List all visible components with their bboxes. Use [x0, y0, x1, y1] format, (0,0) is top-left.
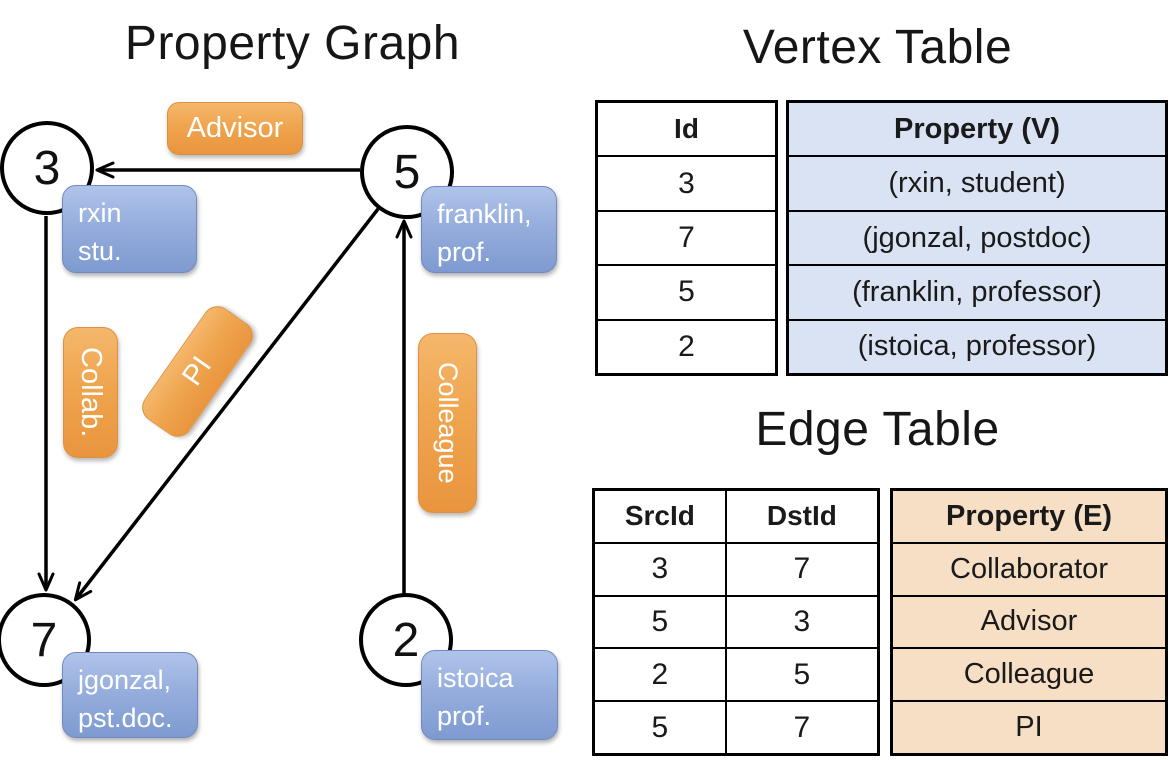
vertex-property-line: prof.	[437, 701, 492, 732]
vertex-node-id: 3	[33, 141, 61, 195]
column-header-srcid: SrcId	[624, 500, 695, 532]
edge-src-cell: 5	[651, 604, 669, 638]
edge-dst-cell: 7	[724, 543, 877, 595]
vertex-property-line: pst.doc.	[78, 703, 173, 734]
vertex-table-id-column: Id 3 7 5 2	[595, 100, 778, 376]
column-header-id: Id	[674, 113, 699, 145]
vertex-property-line: franklin,	[437, 199, 532, 229]
vertex-property-line: stu.	[78, 236, 122, 267]
vertex-node-id: 5	[393, 145, 421, 199]
edge-label-collab: Collab.	[63, 327, 118, 458]
vertex-table: Id 3 7 5 2 Property (V) (rxin, student) …	[595, 100, 1168, 376]
vertex-id-cell: 3	[678, 166, 695, 200]
edge-arrow-5-to-7	[73, 207, 380, 602]
vertex-property-cell: (jgonzal, postdoc)	[789, 211, 1165, 265]
edge-label-text: Colleague	[433, 362, 463, 484]
vertex-id-cell: 7	[678, 221, 695, 255]
edge-property-cell: Collaborator	[893, 543, 1165, 595]
vertex-property-box-7: jgonzal, pst.doc.	[62, 652, 198, 738]
vertex-property-cell: (franklin, professor)	[789, 266, 1165, 319]
vertex-id-cell: 2	[678, 329, 695, 363]
edge-dst-cell: 3	[724, 596, 877, 648]
vertex-property-line: prof.	[437, 237, 492, 268]
edge-label-text: Advisor	[186, 112, 284, 144]
edge-table: SrcId DstId 3 7 5 3 2 5 5 7 Property (E)…	[592, 488, 1168, 756]
vertex-property-line: rxin	[78, 198, 122, 228]
vertex-property-box-2: istoica prof.	[421, 650, 558, 740]
edge-property-cell: PI	[893, 702, 1165, 753]
edge-table-title: Edge Table	[755, 403, 1000, 456]
edge-dst-cell: 7	[724, 702, 877, 753]
vertex-node-5: 5	[360, 125, 454, 219]
vertex-table-property-column: Property (V) (rxin, student) (jgonzal, p…	[786, 100, 1168, 376]
vertex-node-id: 2	[392, 613, 420, 667]
vertex-property-line: istoica	[437, 663, 514, 693]
edge-table-property-column: Property (E) Collaborator Advisor Collea…	[890, 488, 1168, 756]
edge-label-colleague: Colleague	[418, 333, 477, 513]
edge-src-cell: 2	[651, 657, 669, 691]
edge-src-cell: 3	[651, 552, 669, 586]
vertex-node-2: 2	[359, 593, 453, 687]
vertex-property-box-3: rxin stu.	[62, 185, 197, 273]
vertex-id-cell: 5	[678, 275, 695, 309]
vertex-node-id: 7	[30, 613, 58, 667]
vertex-property-cell: (rxin, student)	[789, 157, 1165, 210]
property-graph-title: Property Graph	[124, 17, 461, 70]
edge-label-advisor: Advisor	[167, 102, 303, 155]
column-header-dstid: DstId	[724, 491, 877, 542]
edge-src-cell: 5	[651, 710, 669, 744]
graph-edges-canvas	[37, 161, 413, 602]
vertex-property-box-5: franklin, prof.	[421, 186, 557, 273]
vertex-property-line: jgonzal,	[78, 665, 172, 695]
edge-label-text: Collab.	[75, 347, 107, 438]
edge-label-text: PI	[176, 350, 219, 392]
edge-property-cell: Colleague	[893, 649, 1165, 701]
column-header-property-e: Property (E)	[893, 491, 1165, 542]
vertex-table-title: Vertex Table	[742, 21, 1013, 74]
edge-property-cell: Advisor	[893, 596, 1165, 648]
vertex-property-cell: (istoica, professor)	[789, 320, 1165, 374]
edge-dst-cell: 5	[724, 649, 877, 701]
edge-table-id-columns: SrcId DstId 3 7 5 3 2 5 5 7	[592, 488, 880, 756]
column-header-property-v: Property (V)	[789, 103, 1165, 156]
